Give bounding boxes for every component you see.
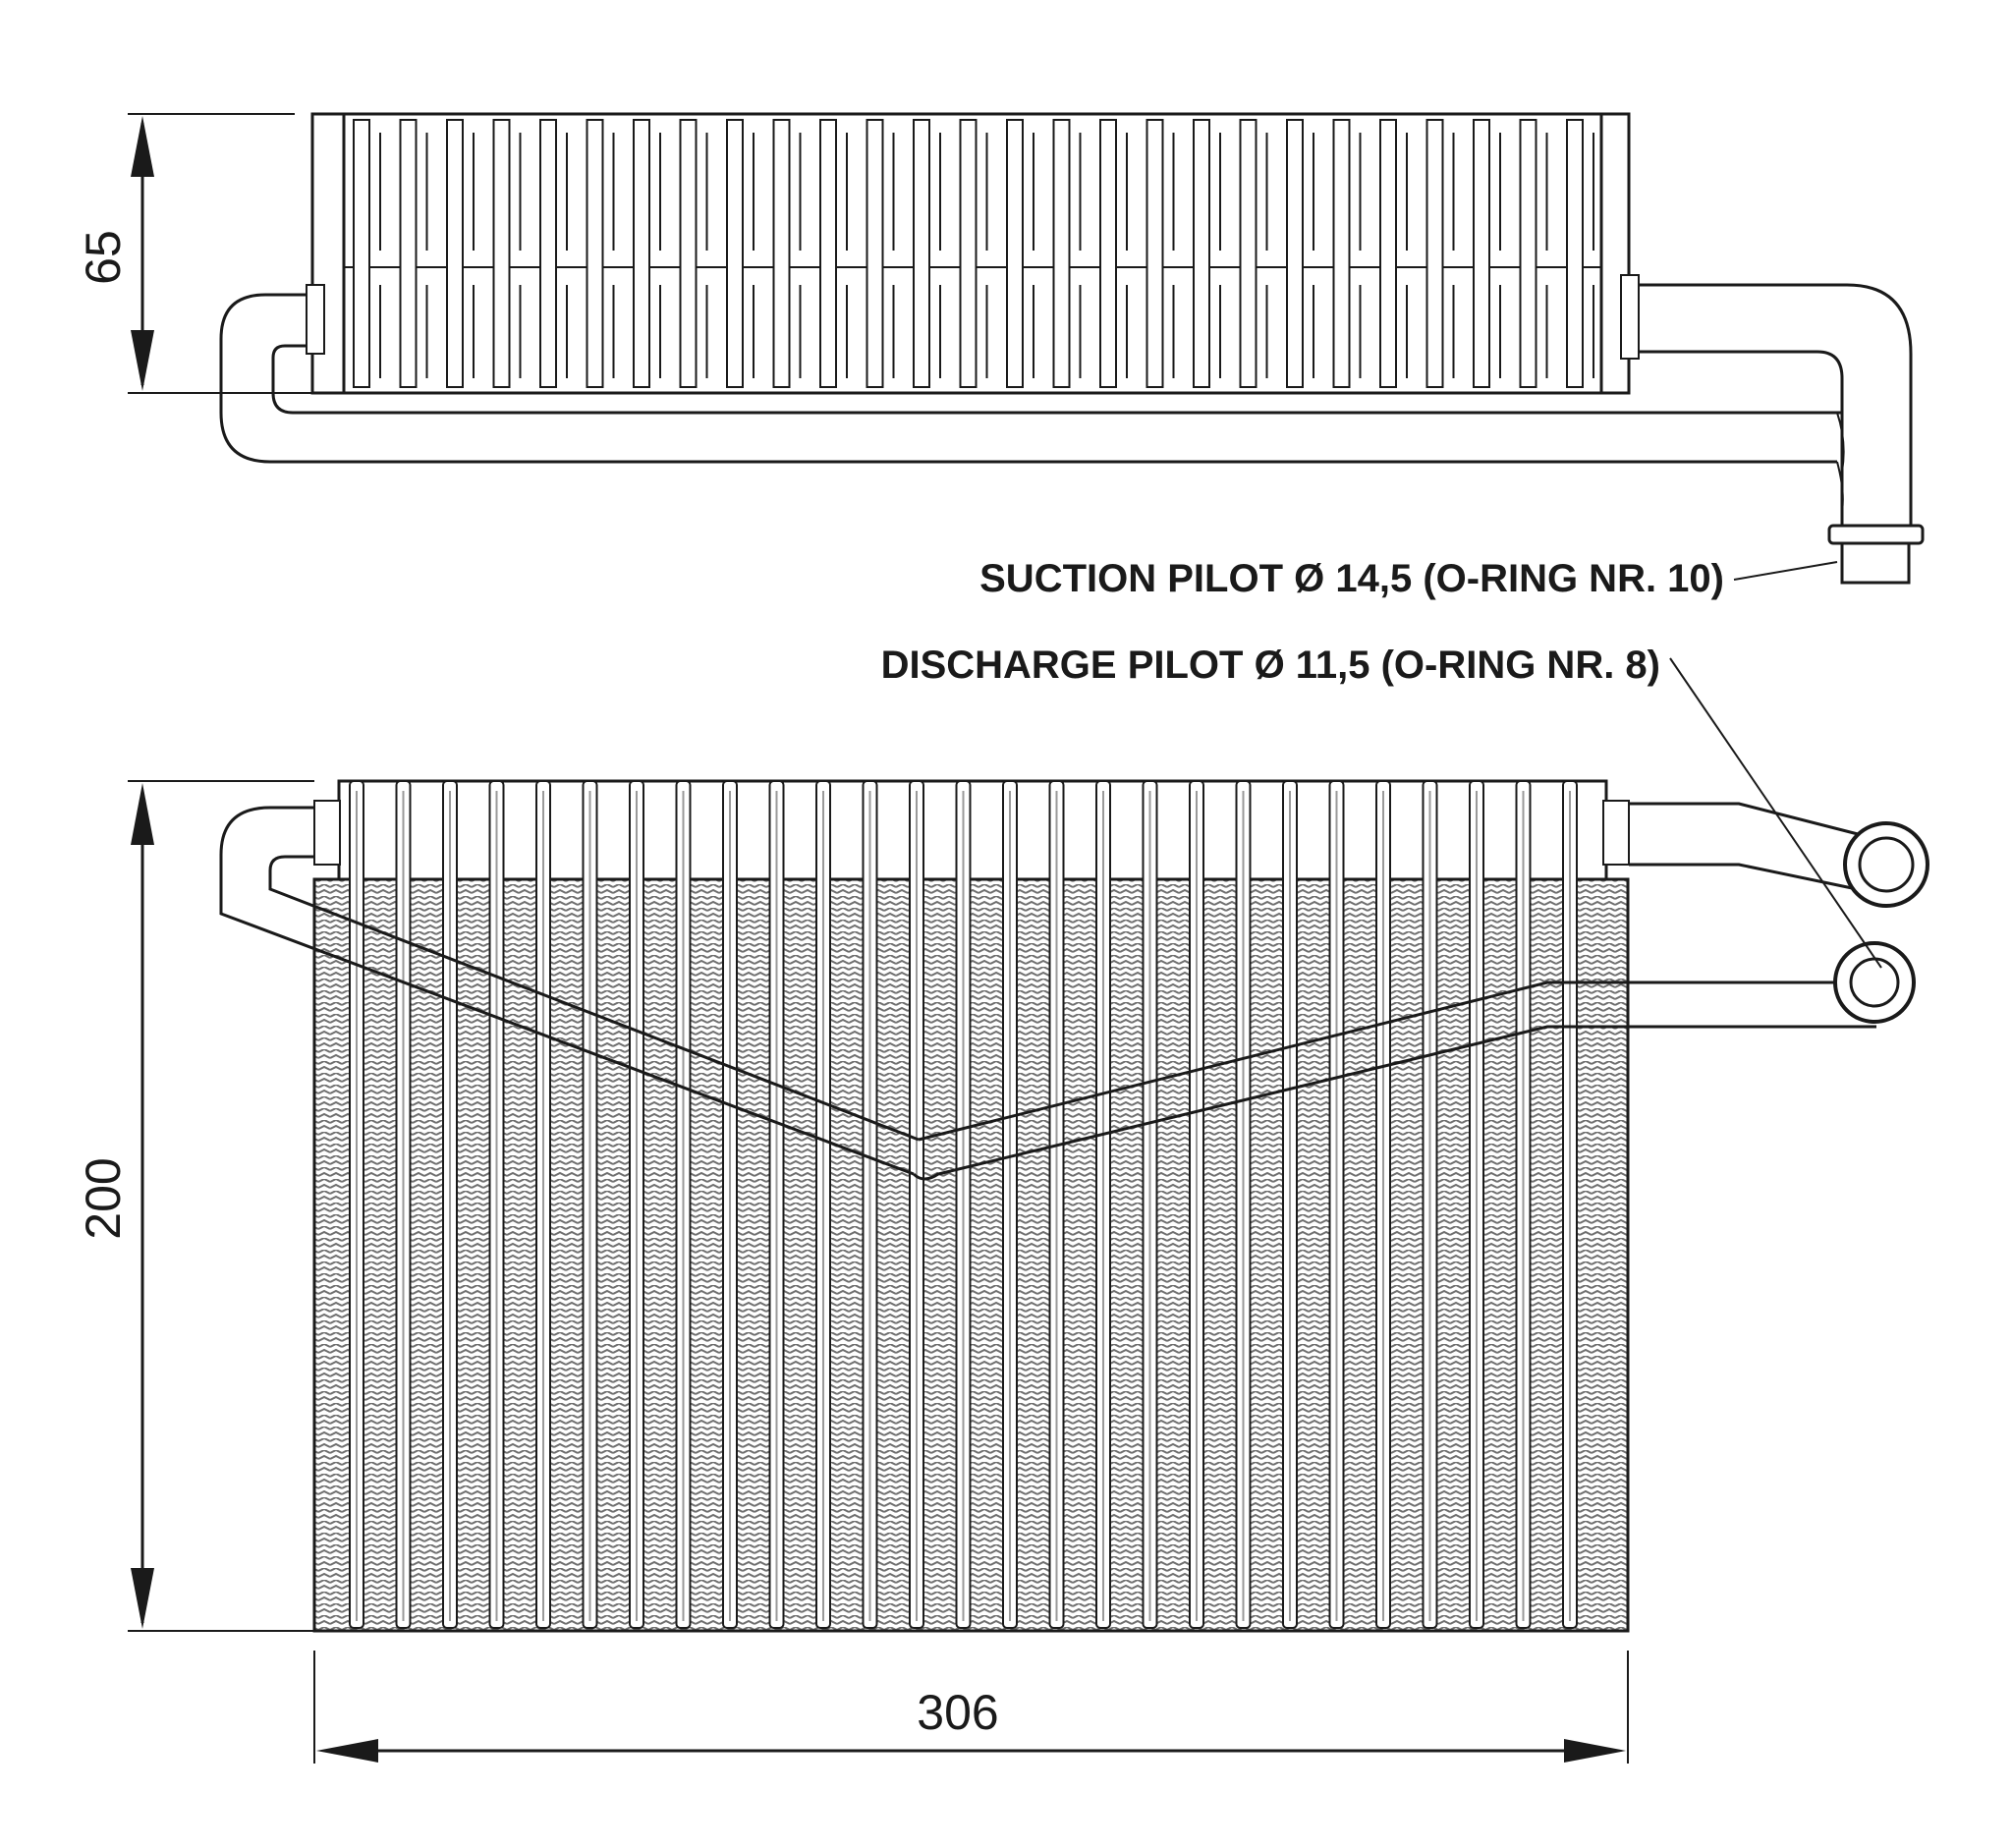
front-view — [219, 779, 1929, 1633]
top-suction-pipe-inner — [1629, 350, 1844, 526]
front-header-tank — [337, 779, 1608, 881]
top-tube — [586, 119, 604, 388]
front-left-bend-inner — [268, 855, 920, 1142]
top-tube — [633, 119, 650, 388]
top-tube — [1332, 119, 1351, 388]
dimension-height: 200 — [76, 780, 314, 1632]
top-tube — [492, 119, 511, 388]
top-pipe-join — [1836, 412, 1845, 512]
front-left-bend-outer — [219, 806, 915, 1176]
dimension-width: 306 — [313, 1651, 1629, 1764]
top-tube — [1425, 119, 1444, 388]
top-tube — [1566, 119, 1584, 388]
front-v-pipe-lower — [912, 1025, 1876, 1181]
front-v-pipe-upper — [918, 980, 1867, 1142]
top-tube — [353, 119, 370, 388]
front-suction-pipe-lower — [1629, 863, 1858, 891]
top-tube — [866, 119, 884, 388]
front-right-connector — [1602, 800, 1630, 866]
suction-fitting-collar — [1827, 524, 1925, 545]
suction-fitting-pilot — [1840, 541, 1911, 585]
top-view — [219, 112, 1925, 585]
top-tube — [1193, 119, 1210, 388]
front-left-connector — [313, 800, 341, 866]
top-tube — [1239, 119, 1258, 388]
top-tube — [1286, 119, 1304, 388]
dimension-depth: 65 — [76, 113, 314, 394]
top-left-connector — [306, 284, 325, 355]
top-tube — [1473, 119, 1490, 388]
top-tube — [1519, 119, 1537, 388]
top-tube — [819, 119, 837, 388]
top-tube — [913, 119, 930, 388]
top-tube — [446, 119, 464, 388]
top-tube — [1146, 119, 1164, 388]
top-tube — [1099, 119, 1117, 388]
callout-suction: SUCTION PILOT Ø 14,5 (O-RING NR. 10) — [979, 557, 1838, 600]
top-tube — [539, 119, 557, 388]
top-suction-pipe-outer — [1629, 283, 1913, 526]
top-tube — [399, 119, 418, 388]
dimension-depth-label: 65 — [76, 230, 131, 285]
top-tube — [1379, 119, 1397, 388]
top-right-connector — [1620, 274, 1640, 360]
suction-port-inner — [1858, 836, 1915, 893]
front-suction-pipe-upper — [1629, 802, 1863, 837]
top-tube — [959, 119, 978, 388]
top-tube — [1052, 119, 1071, 388]
top-tube — [1006, 119, 1024, 388]
discharge-port-inner — [1849, 957, 1900, 1008]
top-tube — [726, 119, 744, 388]
top-left-bend — [219, 293, 1837, 464]
dimension-width-label: 306 — [917, 1685, 998, 1740]
dimension-height-label: 200 — [76, 1157, 131, 1239]
suction-pilot-label: SUCTION PILOT Ø 14,5 (O-RING NR. 10) — [979, 557, 1724, 600]
callout-discharge: DISCHARGE PILOT Ø 11,5 (O-RING NR. 8) — [881, 644, 1882, 969]
top-tube — [679, 119, 698, 388]
top-tube — [772, 119, 791, 388]
front-tube-row — [349, 780, 1578, 1629]
top-left-bend-inner — [271, 344, 1842, 415]
top-tube-row — [353, 119, 1594, 388]
discharge-pilot-label: DISCHARGE PILOT Ø 11,5 (O-RING NR. 8) — [881, 644, 1660, 687]
